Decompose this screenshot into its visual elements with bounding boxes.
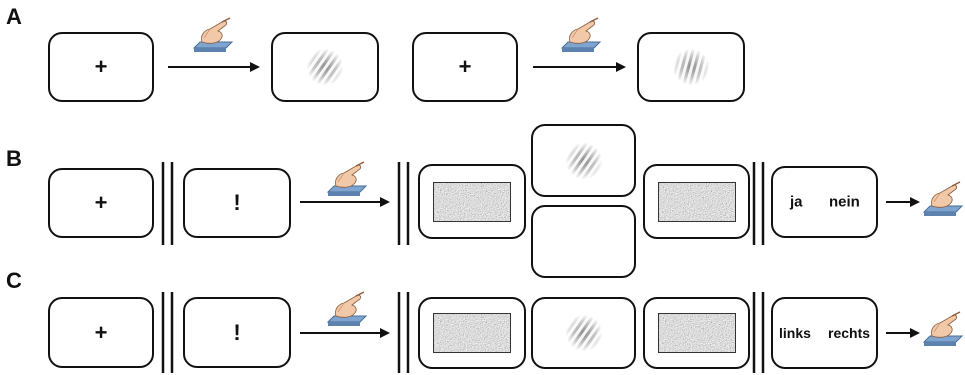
hand-pressing-key-icon <box>193 17 233 53</box>
fixation-screen: + <box>48 297 154 368</box>
separator-double-bar <box>161 292 174 373</box>
response-screen: links rechts <box>771 297 878 369</box>
separator-double-bar <box>161 162 174 245</box>
fixation-cross: + <box>94 190 108 215</box>
gabor-patch <box>306 48 344 86</box>
gabor-patch <box>564 314 603 352</box>
panel-label-a: A <box>6 4 22 29</box>
separator-double-bar <box>752 162 765 245</box>
blank-screen <box>531 205 636 278</box>
noise-mask <box>433 181 511 222</box>
noise-mask <box>433 313 511 353</box>
hand-pressing-key-icon <box>561 17 601 53</box>
response-right: rechts <box>828 325 871 341</box>
fixation-cross: + <box>94 319 108 345</box>
gabor-patch <box>672 48 710 86</box>
gabor-screen <box>531 297 636 369</box>
response-yes: ja <box>790 193 803 211</box>
separator-double-bar <box>397 292 410 373</box>
separator-double-bar <box>752 292 765 373</box>
mask-screen <box>643 297 750 369</box>
gabor-screen <box>531 124 636 197</box>
fixation-screen: + <box>48 168 154 238</box>
response-no: nein <box>829 193 860 211</box>
noise-mask <box>657 313 736 353</box>
cue-exclamation: ! <box>233 319 241 345</box>
fixation-cross: + <box>94 54 108 79</box>
mask-screen <box>418 164 526 239</box>
hand-pressing-key-icon <box>923 311 963 347</box>
hand-pressing-key-icon <box>327 161 367 197</box>
noise-mask <box>657 181 736 222</box>
fixation-cross: + <box>458 54 472 79</box>
separator-double-bar <box>397 162 410 245</box>
fixation-screen: + <box>412 32 518 102</box>
panel-label-c: C <box>6 268 22 293</box>
cue-exclamation: ! <box>233 190 241 215</box>
panel-label-b: B <box>6 146 22 171</box>
gabor-screen <box>271 32 379 102</box>
cue-screen: ! <box>183 168 291 238</box>
response-screen: ja nein <box>771 166 878 238</box>
mask-screen <box>418 297 526 369</box>
mask-screen <box>643 164 750 239</box>
fixation-screen: + <box>48 32 154 102</box>
hand-pressing-key-icon <box>327 291 367 327</box>
cue-screen: ! <box>183 297 291 368</box>
gabor-patch <box>564 141 603 180</box>
hand-pressing-key-icon <box>923 181 963 217</box>
gabor-screen <box>637 32 745 102</box>
response-left: links <box>779 325 811 341</box>
